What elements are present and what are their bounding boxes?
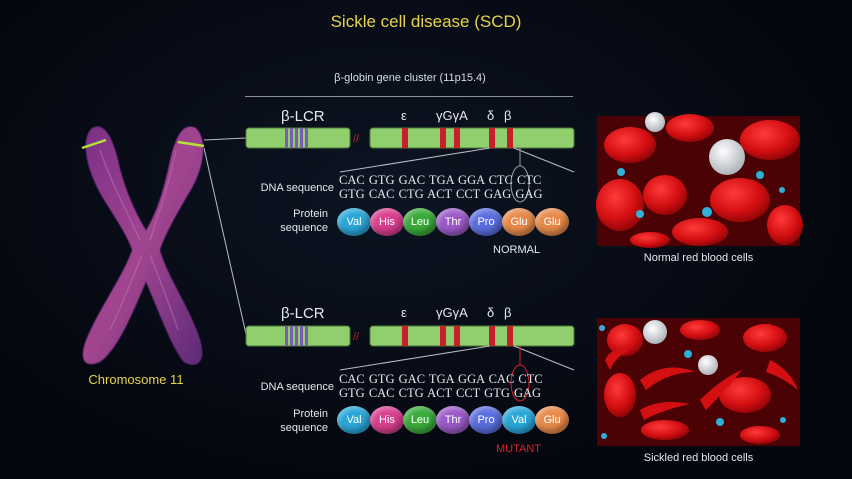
- gene-cluster-bar-normal: //: [245, 127, 575, 173]
- sickled-rbc-image: [597, 318, 800, 446]
- gamma-label-mutant: γGγA: [436, 305, 468, 320]
- dna-top-strand-normal: CAC GTG GAC TGA GGA CTC CTC: [339, 173, 542, 187]
- amino-acid-pro: Pro: [469, 406, 503, 434]
- dna-bottom-strand-mutant: GTG CAC CTG ACT CCT GTG GAG: [339, 386, 542, 400]
- svg-text://: //: [353, 133, 360, 145]
- amino-acid-glu: Glu: [502, 208, 536, 236]
- amino-acid-val: Val: [337, 208, 371, 236]
- gene-cluster-title: β-globin gene cluster (11p15.4): [334, 72, 486, 84]
- mutant-status-label: MUTANT: [496, 443, 542, 455]
- amino-acid-glu: Glu: [535, 406, 569, 434]
- amino-acid-glu: Glu: [535, 208, 569, 236]
- svg-text://: //: [353, 331, 360, 343]
- amino-acid-his: His: [370, 208, 404, 236]
- normal-rbc-image: [596, 112, 803, 248]
- amino-acid-his: His: [370, 406, 404, 434]
- gene-cluster-bar-mutant: //: [245, 325, 575, 371]
- normal-status-label: NORMAL: [493, 244, 541, 256]
- connector-line-bottom: [203, 147, 247, 335]
- delta-label-mutant: δ: [487, 305, 495, 320]
- dna-top-strand-mutant: CAC GTG GAC TGA GGA CAC CTC: [339, 372, 543, 386]
- lcr-label-normal: β-LCR: [281, 108, 325, 125]
- delta-label-normal: δ: [487, 108, 495, 123]
- dna-bottom-strand-normal: GTG CAC CTG ACT CCT GAG GAG: [339, 187, 543, 201]
- chromosome-label: Chromosome 11: [88, 372, 184, 387]
- chromosome-11-illustration: [81, 126, 205, 366]
- normal-rbc-caption: Normal red blood cells: [643, 252, 754, 264]
- epsilon-label-normal: ε: [401, 108, 407, 123]
- dna-label-mutant: DNA sequence: [260, 381, 334, 393]
- gamma-label-normal: γGγA: [436, 108, 468, 123]
- dna-label-normal: DNA sequence: [260, 182, 334, 194]
- amino-acid-val: Val: [502, 406, 536, 434]
- sickled-rbc-caption: Sickled red blood cells: [643, 452, 754, 464]
- protein-label-normal: Protein sequence: [280, 208, 328, 234]
- beta-label-normal: β: [504, 108, 512, 123]
- amino-acid-leu: Leu: [403, 208, 437, 236]
- amino-acid-thr: Thr: [436, 208, 470, 236]
- lcr-label-mutant: β-LCR: [281, 305, 325, 322]
- amino-acid-val: Val: [337, 406, 371, 434]
- amino-acid-leu: Leu: [403, 406, 437, 434]
- amino-acid-thr: Thr: [436, 406, 470, 434]
- epsilon-label-mutant: ε: [401, 305, 407, 320]
- beta-label-mutant: β: [504, 305, 512, 320]
- diagram-title: Sickle cell disease (SCD): [330, 12, 522, 31]
- gene-cluster-underline: [245, 96, 573, 97]
- protein-label-mutant: Protein sequence: [280, 408, 328, 434]
- amino-acid-pro: Pro: [469, 208, 503, 236]
- connector-line-top: [203, 137, 247, 141]
